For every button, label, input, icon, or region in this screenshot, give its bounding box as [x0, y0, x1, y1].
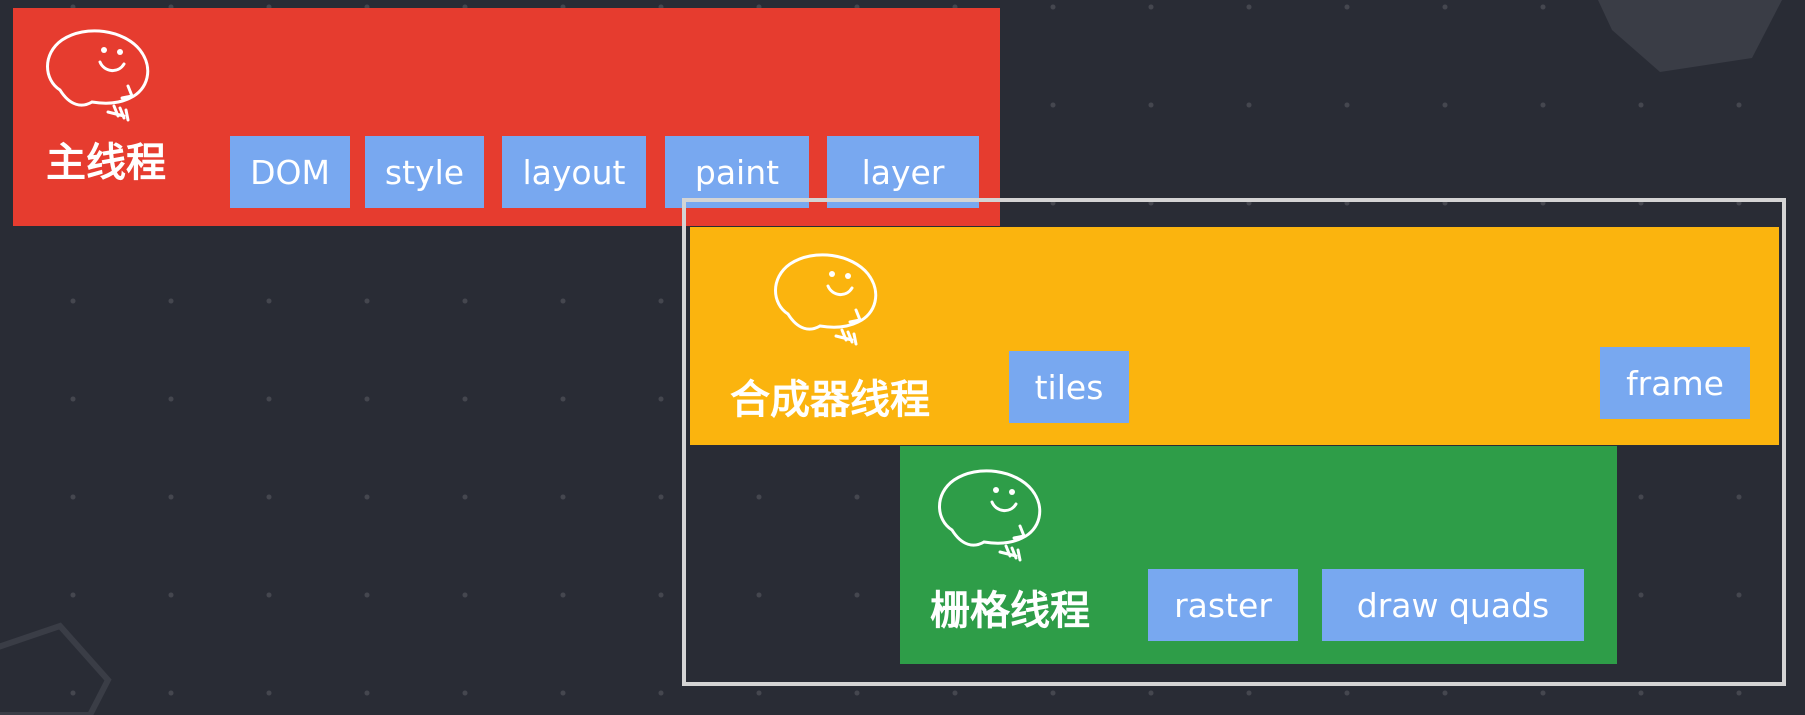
- task-tiles: tiles: [1009, 351, 1129, 423]
- task-layer: layer: [827, 136, 979, 208]
- task-frame: frame: [1600, 347, 1750, 419]
- raster-thread-label: 栅格线程: [930, 588, 1090, 634]
- task-style: style: [365, 136, 484, 208]
- task-paint: paint: [665, 136, 809, 208]
- task-draw-quads: draw quads: [1322, 569, 1584, 641]
- compositor-thread-label: 合成器线程: [730, 377, 930, 423]
- smiley-bubble-icon-raster: [938, 469, 1042, 562]
- smiley-bubble-icon-main: [46, 29, 150, 122]
- compositor-thread-band: [690, 227, 1779, 445]
- task-raster: raster: [1148, 569, 1298, 641]
- task-dom: DOM: [230, 136, 350, 208]
- smiley-bubble-icon-compositor: [774, 253, 878, 346]
- main-thread-label: 主线程: [46, 140, 166, 186]
- task-layout: layout: [502, 136, 646, 208]
